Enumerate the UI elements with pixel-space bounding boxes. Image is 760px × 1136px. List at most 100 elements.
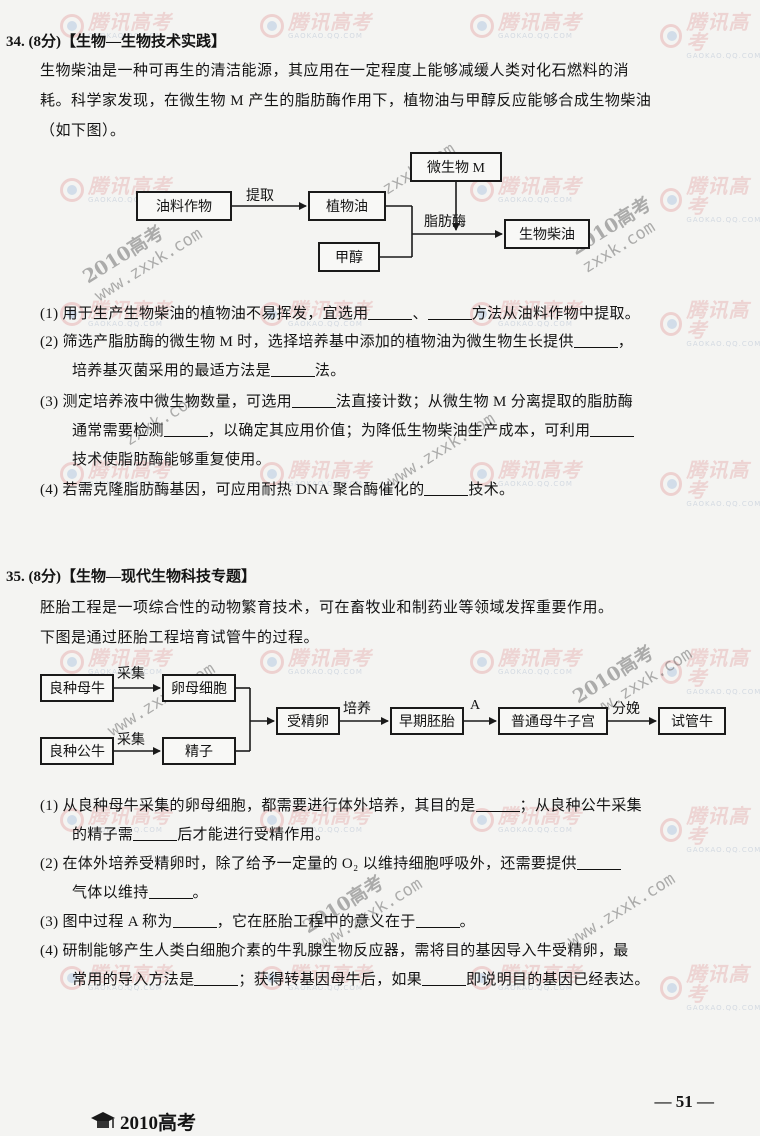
question-35-item-3: (3) 图中过程 A 称为，它在胚胎工程中的意义在于。 <box>40 908 730 937</box>
qq-circle-icon <box>660 976 683 1000</box>
box-oocyte: 卵母细胞 <box>162 674 236 702</box>
page-number: — 51 — <box>654 1092 715 1111</box>
label-lipase: 脂肪酶 <box>424 215 466 230</box>
box-vegetable-oil: 植物油 <box>308 191 386 221</box>
label-collect-cow: 采集 <box>117 667 145 682</box>
qq-circle-icon <box>260 966 284 990</box>
answer-blank[interactable] <box>415 911 460 928</box>
box-sperm: 精子 <box>162 737 236 765</box>
qq-circle-icon <box>470 966 494 990</box>
answer-blank[interactable] <box>368 303 413 320</box>
question-34-item-3: (3) 测定培养液中微生物数量，可选用法直接计数；从微生物 M 分离提取的脂肪酶… <box>40 388 730 475</box>
answer-blank[interactable] <box>148 882 193 899</box>
question-34-intro: 生物柴油是一种可再生的清洁能源，其应用在一定程度上能够减缓人类对化石燃料的消 耗… <box>40 63 652 139</box>
qq-circle-icon <box>260 462 284 486</box>
qq-circle-icon <box>660 312 683 336</box>
question-34-header: 34. (8分)【生物—生物技术实践】 <box>6 34 227 50</box>
box-early-embryo: 早期胚胎 <box>390 707 464 735</box>
label-process-a: A <box>470 698 481 713</box>
box-methanol: 甲醇 <box>318 242 380 272</box>
answer-blank[interactable] <box>172 911 217 928</box>
label-birth: 分娩 <box>612 702 640 717</box>
answer-blank[interactable] <box>422 969 467 986</box>
answer-blank[interactable] <box>194 969 239 986</box>
qq-circle-icon <box>60 966 84 990</box>
question-35-item-4: (4) 研制能够产生人类白细胞介素的牛乳腺生物反应器，需将目的基因导入牛受精卵，… <box>40 943 650 988</box>
question-34-item-1: (1) 用于生产生物柴油的植物油不易挥发，宜选用、方法从油料作物中提取。 <box>40 300 730 329</box>
qq-circle-icon <box>470 14 494 38</box>
answer-blank[interactable] <box>427 303 472 320</box>
qq-circle-icon <box>260 14 284 38</box>
qq-circle-icon <box>60 650 84 674</box>
qq-circle-icon <box>660 188 683 212</box>
answer-blank[interactable] <box>475 795 520 812</box>
answer-blank[interactable] <box>163 420 208 437</box>
answer-blank[interactable] <box>590 420 635 437</box>
qq-circle-icon <box>60 462 84 486</box>
answer-blank[interactable] <box>424 479 469 496</box>
answer-blank[interactable] <box>576 853 621 870</box>
qq-circle-icon <box>470 302 494 326</box>
qq-circle-icon <box>660 472 683 496</box>
question-35-item-1: (1) 从良种母牛采集的卵母细胞，都需要进行体外培养，其目的是；从良种公牛采集 … <box>40 792 730 850</box>
qq-circle-icon <box>60 14 84 38</box>
box-breeding-bull: 良种公牛 <box>40 737 114 765</box>
box-oil-crop: 油料作物 <box>136 191 232 221</box>
qq-circle-icon <box>260 808 284 832</box>
question-34-item-4: (4) 若需克隆脂肪酶基因，可应用耐热 DNA 聚合酶催化的技术。 <box>40 476 730 505</box>
qq-circle-icon <box>60 808 84 832</box>
qq-circle-icon <box>470 808 494 832</box>
answer-blank[interactable] <box>270 360 315 377</box>
qq-circle-icon <box>660 818 683 842</box>
answer-blank[interactable] <box>133 824 178 841</box>
qq-circle-icon <box>260 650 284 674</box>
box-test-tube-calf: 试管牛 <box>658 707 726 735</box>
qq-circle-icon <box>660 24 683 48</box>
box-biodiesel: 生物柴油 <box>504 219 590 249</box>
question-35-intro: 胚胎工程是一项综合性的动物繁育技术，可在畜牧业和制药业等领域发挥重要作用。 下图… <box>40 600 614 646</box>
label-extract: 提取 <box>246 189 274 204</box>
footer-logo: 2010高考 <box>90 1108 196 1135</box>
box-breeding-cow: 良种母牛 <box>40 674 114 702</box>
qq-circle-icon <box>260 302 284 326</box>
box-surrogate-uterus: 普通母牛子宫 <box>498 707 608 735</box>
qq-circle-icon <box>470 650 494 674</box>
graduation-cap-icon <box>91 1111 115 1128</box>
qq-circle-icon <box>60 302 84 326</box>
question-35-item-2: (2) 在体外培养受精卵时，除了给予一定量的 O₂ 以维持细胞呼吸外，还需要提供… <box>40 850 730 908</box>
qq-circle-icon <box>470 462 494 486</box>
box-zygote: 受精卵 <box>276 707 340 735</box>
answer-blank[interactable] <box>291 391 336 408</box>
label-collect-bull: 采集 <box>117 733 145 748</box>
question-35-header: 35. (8分)【生物—现代生物科技专题】 <box>6 569 257 585</box>
answer-blank[interactable] <box>573 331 618 348</box>
label-culture: 培养 <box>343 702 371 717</box>
box-microbe-m: 微生物 M <box>410 152 502 182</box>
qq-circle-icon <box>60 178 84 202</box>
